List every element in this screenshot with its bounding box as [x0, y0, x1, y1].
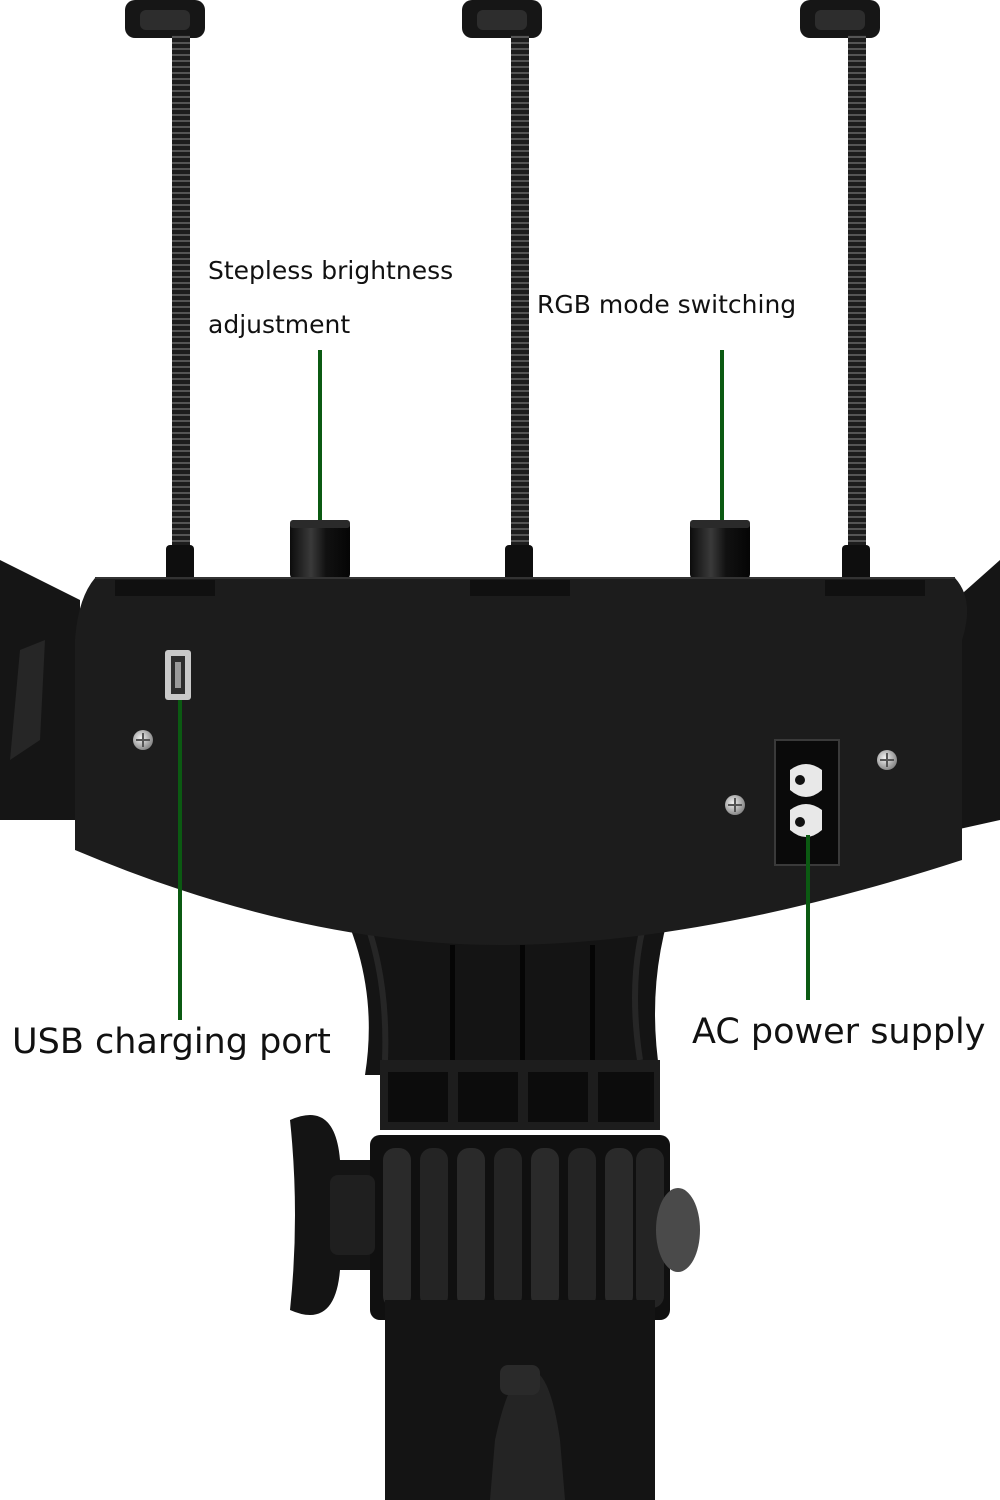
usb-label: USB charging port: [12, 1022, 331, 1062]
screw-1: [133, 730, 153, 750]
gooseneck-right: [800, 0, 880, 595]
brightness-label-line1: Stepless brightness: [208, 256, 454, 285]
brightness-knob: [290, 520, 350, 580]
ring-arm-right: [955, 560, 1000, 830]
gooseneck-center: [462, 0, 542, 595]
ac-label: AC power supply: [692, 1012, 986, 1052]
brightness-label-line2: adjustment: [208, 310, 351, 339]
tilt-hinge: [370, 1135, 700, 1320]
screw-2: [725, 795, 745, 815]
rgb-label: RGB mode switching: [537, 290, 797, 319]
stand-clamp: [385, 1300, 655, 1500]
screw-3: [877, 750, 897, 770]
usb-port: [165, 650, 191, 700]
ring-arm-left: [0, 560, 80, 820]
control-housing: [75, 577, 968, 945]
brightness-label: Stepless brightness adjustment: [208, 244, 453, 352]
gooseneck-left: [125, 0, 205, 595]
rgb-knob: [690, 520, 750, 580]
hinge-lock-knob: [290, 1115, 375, 1315]
